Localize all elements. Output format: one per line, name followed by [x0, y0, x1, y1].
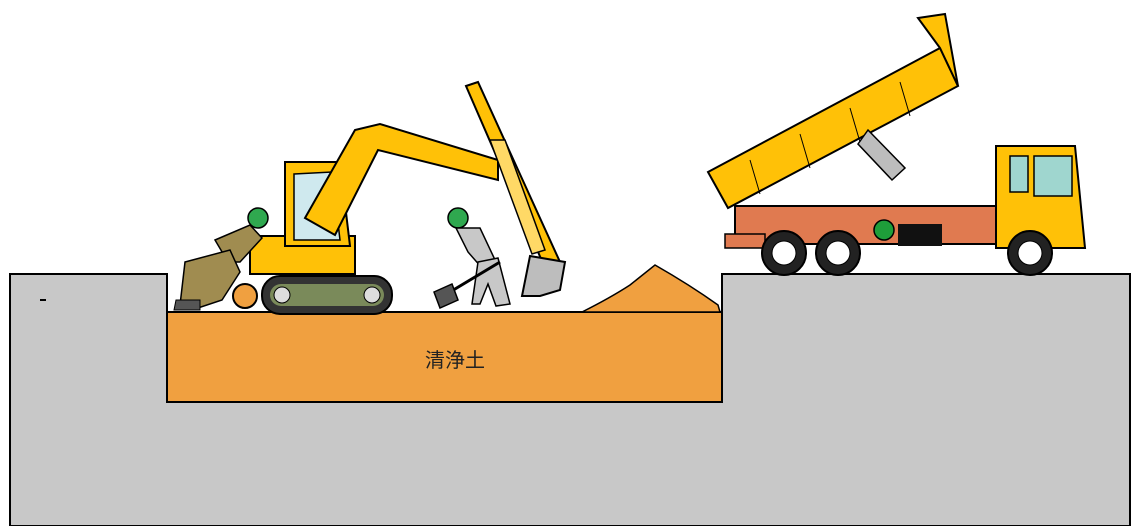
pit-label: 清浄土 [425, 348, 485, 372]
worker-shovel-icon [433, 207, 511, 310]
excavator-icon [232, 80, 567, 315]
soil-mound [581, 264, 721, 313]
dump-truck-icon [706, 12, 1087, 276]
worker-kneeling-icon [173, 207, 269, 311]
clean-soil-fill [166, 311, 723, 403]
